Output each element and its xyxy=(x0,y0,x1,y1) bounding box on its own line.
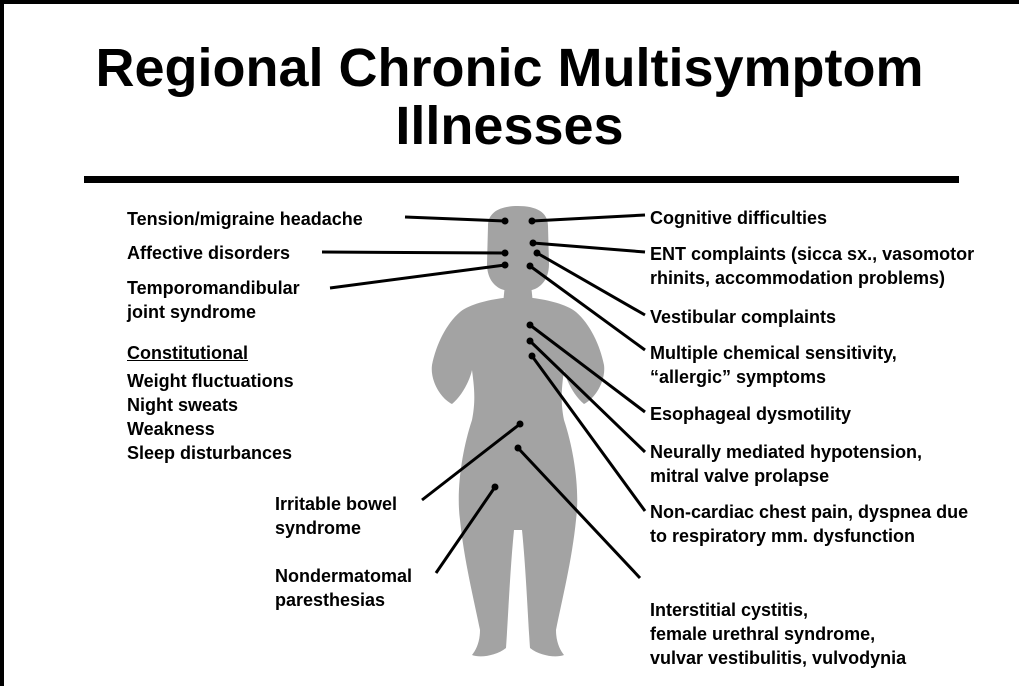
label-weight-fluctuations: Weight fluctuations xyxy=(127,369,294,393)
label-mcs-line2: “allergic” symptoms xyxy=(650,365,826,389)
label-sleep-disturbances: Sleep disturbances xyxy=(127,441,292,465)
label-ibs-line2: syndrome xyxy=(275,516,361,540)
label-nondermatomal-line1: Nondermatomal xyxy=(275,564,412,588)
dot-cognitive xyxy=(529,218,536,225)
label-tmj-line1: Temporomandibular xyxy=(127,276,300,300)
label-tension-headache: Tension/migraine headache xyxy=(127,207,363,231)
leader-cognitive xyxy=(532,215,645,221)
dot-ent xyxy=(530,240,537,247)
label-ic-line3: vulvar vestibulitis, vulvodynia xyxy=(650,646,906,670)
label-ic-line2: female urethral syndrome, xyxy=(650,622,875,646)
label-cognitive-difficulties: Cognitive difficulties xyxy=(650,206,827,230)
label-esophageal-dysmotility: Esophageal dysmotility xyxy=(650,402,851,426)
label-constitutional-heading: Constitutional xyxy=(127,341,248,365)
head-hair xyxy=(487,206,549,290)
label-nmh-line2: mitral valve prolapse xyxy=(650,464,829,488)
torso xyxy=(432,298,605,656)
dot-ic xyxy=(515,445,522,452)
label-tmj-line2: joint syndrome xyxy=(127,300,256,324)
leader-ent xyxy=(533,243,645,252)
dot-nondermatomal xyxy=(492,484,499,491)
leader-affective xyxy=(322,252,505,253)
dot-mcs xyxy=(527,263,534,270)
label-chest-line2: to respiratory mm. dysfunction xyxy=(650,524,915,548)
leader-tmj xyxy=(330,265,505,288)
dot-tmj xyxy=(502,262,509,269)
dot-chest xyxy=(529,353,536,360)
label-weakness: Weakness xyxy=(127,417,215,441)
dot-nmh xyxy=(527,338,534,345)
label-night-sweats: Night sweats xyxy=(127,393,238,417)
label-chest-line1: Non-cardiac chest pain, dyspnea due xyxy=(650,500,968,524)
dot-tension xyxy=(502,218,509,225)
label-ic-line1: Interstitial cystitis, xyxy=(650,598,808,622)
human-silhouette xyxy=(432,206,605,656)
label-nmh-line1: Neurally mediated hypotension, xyxy=(650,440,922,464)
dot-esophageal xyxy=(527,322,534,329)
label-affective-disorders: Affective disorders xyxy=(127,241,290,265)
label-mcs-line1: Multiple chemical sensitivity, xyxy=(650,341,897,365)
label-nondermatomal-line2: paresthesias xyxy=(275,588,385,612)
label-ent-line2: rhinits, accommodation problems) xyxy=(650,266,945,290)
dot-ibs xyxy=(517,421,524,428)
dot-affective xyxy=(502,250,509,257)
label-ibs-line1: Irritable bowel xyxy=(275,492,397,516)
label-ent-line1: ENT complaints (sicca sx., vasomotor xyxy=(650,242,974,266)
dot-vestibular xyxy=(534,250,541,257)
label-vestibular-complaints: Vestibular complaints xyxy=(650,305,836,329)
